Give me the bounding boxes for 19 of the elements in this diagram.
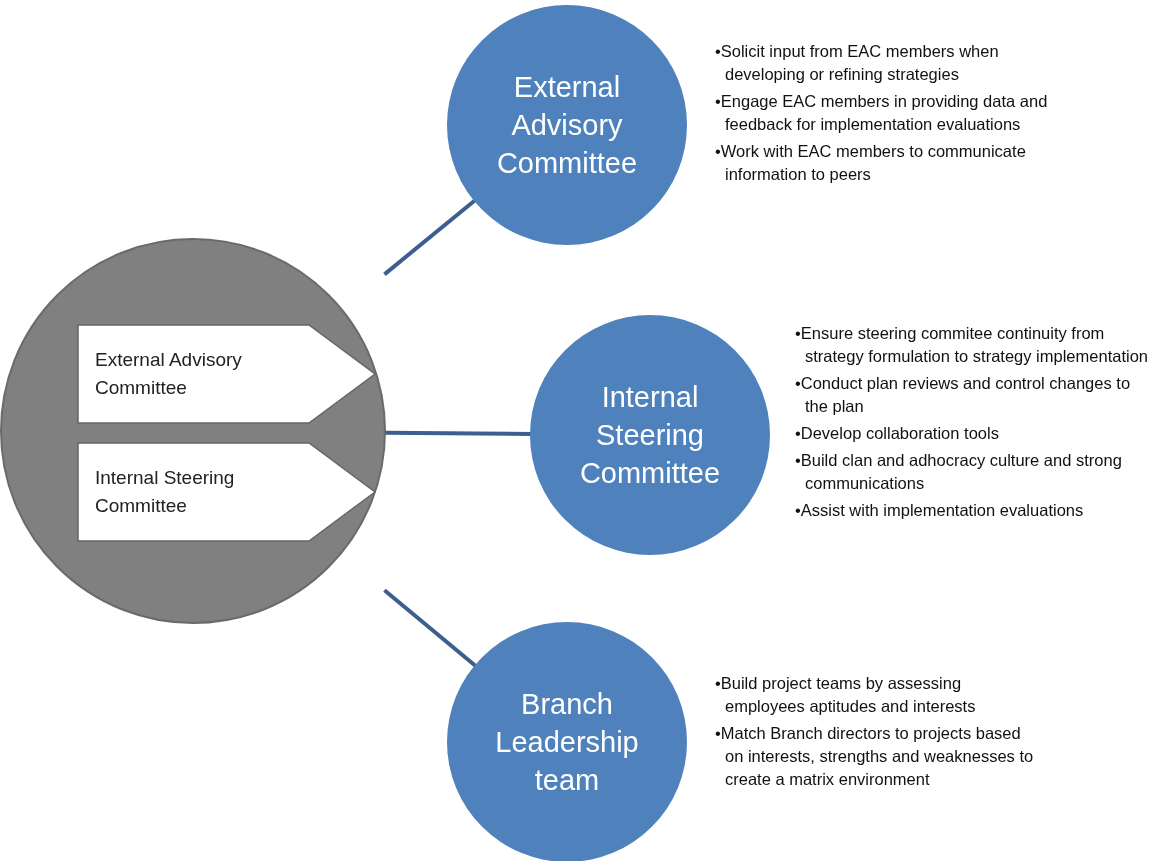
pentagon-arrow-shape bbox=[77, 442, 377, 542]
bullet-item: •Develop collaboration tools bbox=[795, 423, 1000, 444]
circle-label: Branch Leadership team bbox=[494, 687, 640, 798]
bullet-item: •Engage EAC members in providing data and feedback for implementation evaluations bbox=[715, 91, 1049, 135]
connector-line bbox=[383, 198, 477, 276]
bullet-item: •Build clan and adhocracy culture and strong communications bbox=[795, 450, 1123, 494]
circle-label: External Advisory Committee bbox=[495, 70, 639, 181]
connector-line bbox=[383, 588, 478, 669]
bullet-item: •Conduct plan reviews and control changes to the plan bbox=[795, 373, 1132, 417]
arrow-label: External Advisory Committee bbox=[95, 348, 243, 400]
pentagon-arrow-shape bbox=[77, 324, 377, 424]
bullet-item: •Ensure steering commitee continuity from strategy formulation to strategy implementation bbox=[795, 323, 1149, 367]
bullet-item: •Work with EAC members to communicate information to peers bbox=[715, 141, 1027, 185]
arrow-label: Internal Steering Committee bbox=[95, 466, 236, 518]
bullet-item: •Assist with implementation evaluations bbox=[795, 500, 1085, 521]
bullet-item: •Solicit input from EAC members when developing or refining strategies bbox=[715, 41, 1000, 85]
bullet-item: •Build project teams by assessing employees aptitudes and interests bbox=[715, 673, 977, 717]
circle-label: Internal Steering Committee bbox=[578, 380, 722, 491]
bullet-item: •Match Branch directors to projects based on interests, strengths and weaknesses to create a matrix environment bbox=[715, 723, 1035, 790]
